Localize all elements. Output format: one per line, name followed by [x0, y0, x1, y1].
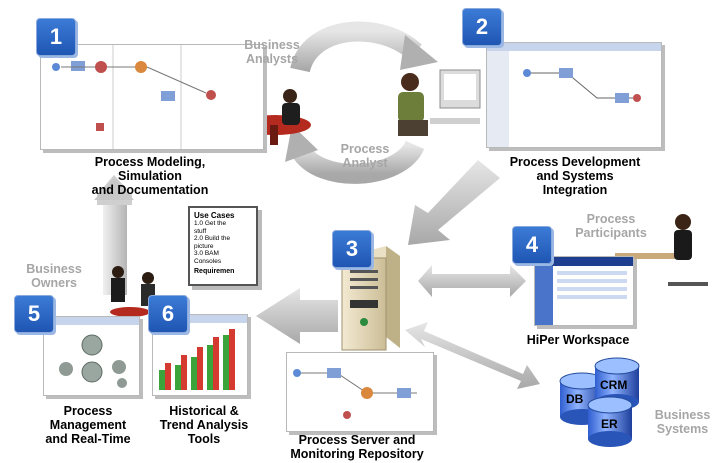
- caption-process-server: Process Server and Monitoring Repository: [290, 433, 424, 461]
- caption-process-management: Process Management and Real-Time: [45, 404, 131, 446]
- label-process-participants: Process Participants: [575, 212, 647, 240]
- use-case-item: Consoles: [194, 257, 222, 265]
- step-badge-6: 6: [148, 295, 188, 333]
- label-business-analysts: Business Analysts: [244, 38, 300, 66]
- trend-chart-screenshot: [152, 314, 248, 396]
- step-badge-3: 3: [332, 230, 372, 268]
- hiper-workspace-screenshot: [534, 256, 634, 326]
- process-development-screenshot: [486, 42, 662, 148]
- use-case-item: 2.0 Build the: [194, 235, 231, 242]
- use-cases-document: Use Cases 1.0 Get the stuff 2.0 Build th…: [188, 206, 258, 286]
- cycle-arrow-bottom: [291, 139, 425, 184]
- database-icons: [559, 357, 640, 447]
- developer-figure-icon: [398, 69, 481, 136]
- caption-hiper-workspace: HiPer Workspace: [526, 333, 630, 347]
- arrow-3-to-tools: [256, 288, 338, 344]
- use-case-item: picture: [194, 242, 214, 250]
- use-cases-title: Use Cases: [194, 211, 235, 220]
- use-cases-footer: Requiremen: [194, 268, 235, 275]
- label-process-analyst: Process Analyst: [340, 142, 390, 170]
- cycle-arrow-top-head: [400, 35, 438, 70]
- arrow-3-to-4: [418, 265, 526, 297]
- step-badge-5: 5: [14, 295, 54, 333]
- caption-trend-analysis: Historical & Trend Analysis Tools: [159, 404, 249, 446]
- step-badge-2: 2: [462, 8, 502, 46]
- use-case-item: stuff: [194, 227, 207, 235]
- cycle-arrow-bottom-head: [285, 125, 318, 162]
- participant-figure-icon: [615, 214, 708, 286]
- process-model-screenshot: [40, 44, 264, 150]
- step-badge-1: 1: [36, 18, 76, 56]
- label-business-systems: Business Systems: [654, 408, 711, 436]
- crm-label: CRM: [600, 378, 628, 392]
- use-case-item: 3.0 BAM: [194, 250, 219, 257]
- label-business-owners: Business Owners: [26, 262, 82, 290]
- db-label: DB: [566, 392, 584, 406]
- arrow-3-to-systems: [405, 322, 540, 389]
- use-case-item: 1.0 Get the: [194, 220, 227, 227]
- caption-process-modeling: Process Modeling, Simulation and Documen…: [91, 155, 209, 197]
- er-label: ER: [601, 417, 618, 431]
- step-badge-4: 4: [512, 226, 552, 264]
- process-server-screenshot: [286, 352, 434, 432]
- cycle-arrow-top: [290, 21, 422, 74]
- bam-dashboard-screenshot: [43, 316, 140, 396]
- caption-process-development: Process Development and Systems Integrat…: [509, 155, 641, 197]
- arrow-2-to-3: [408, 160, 500, 245]
